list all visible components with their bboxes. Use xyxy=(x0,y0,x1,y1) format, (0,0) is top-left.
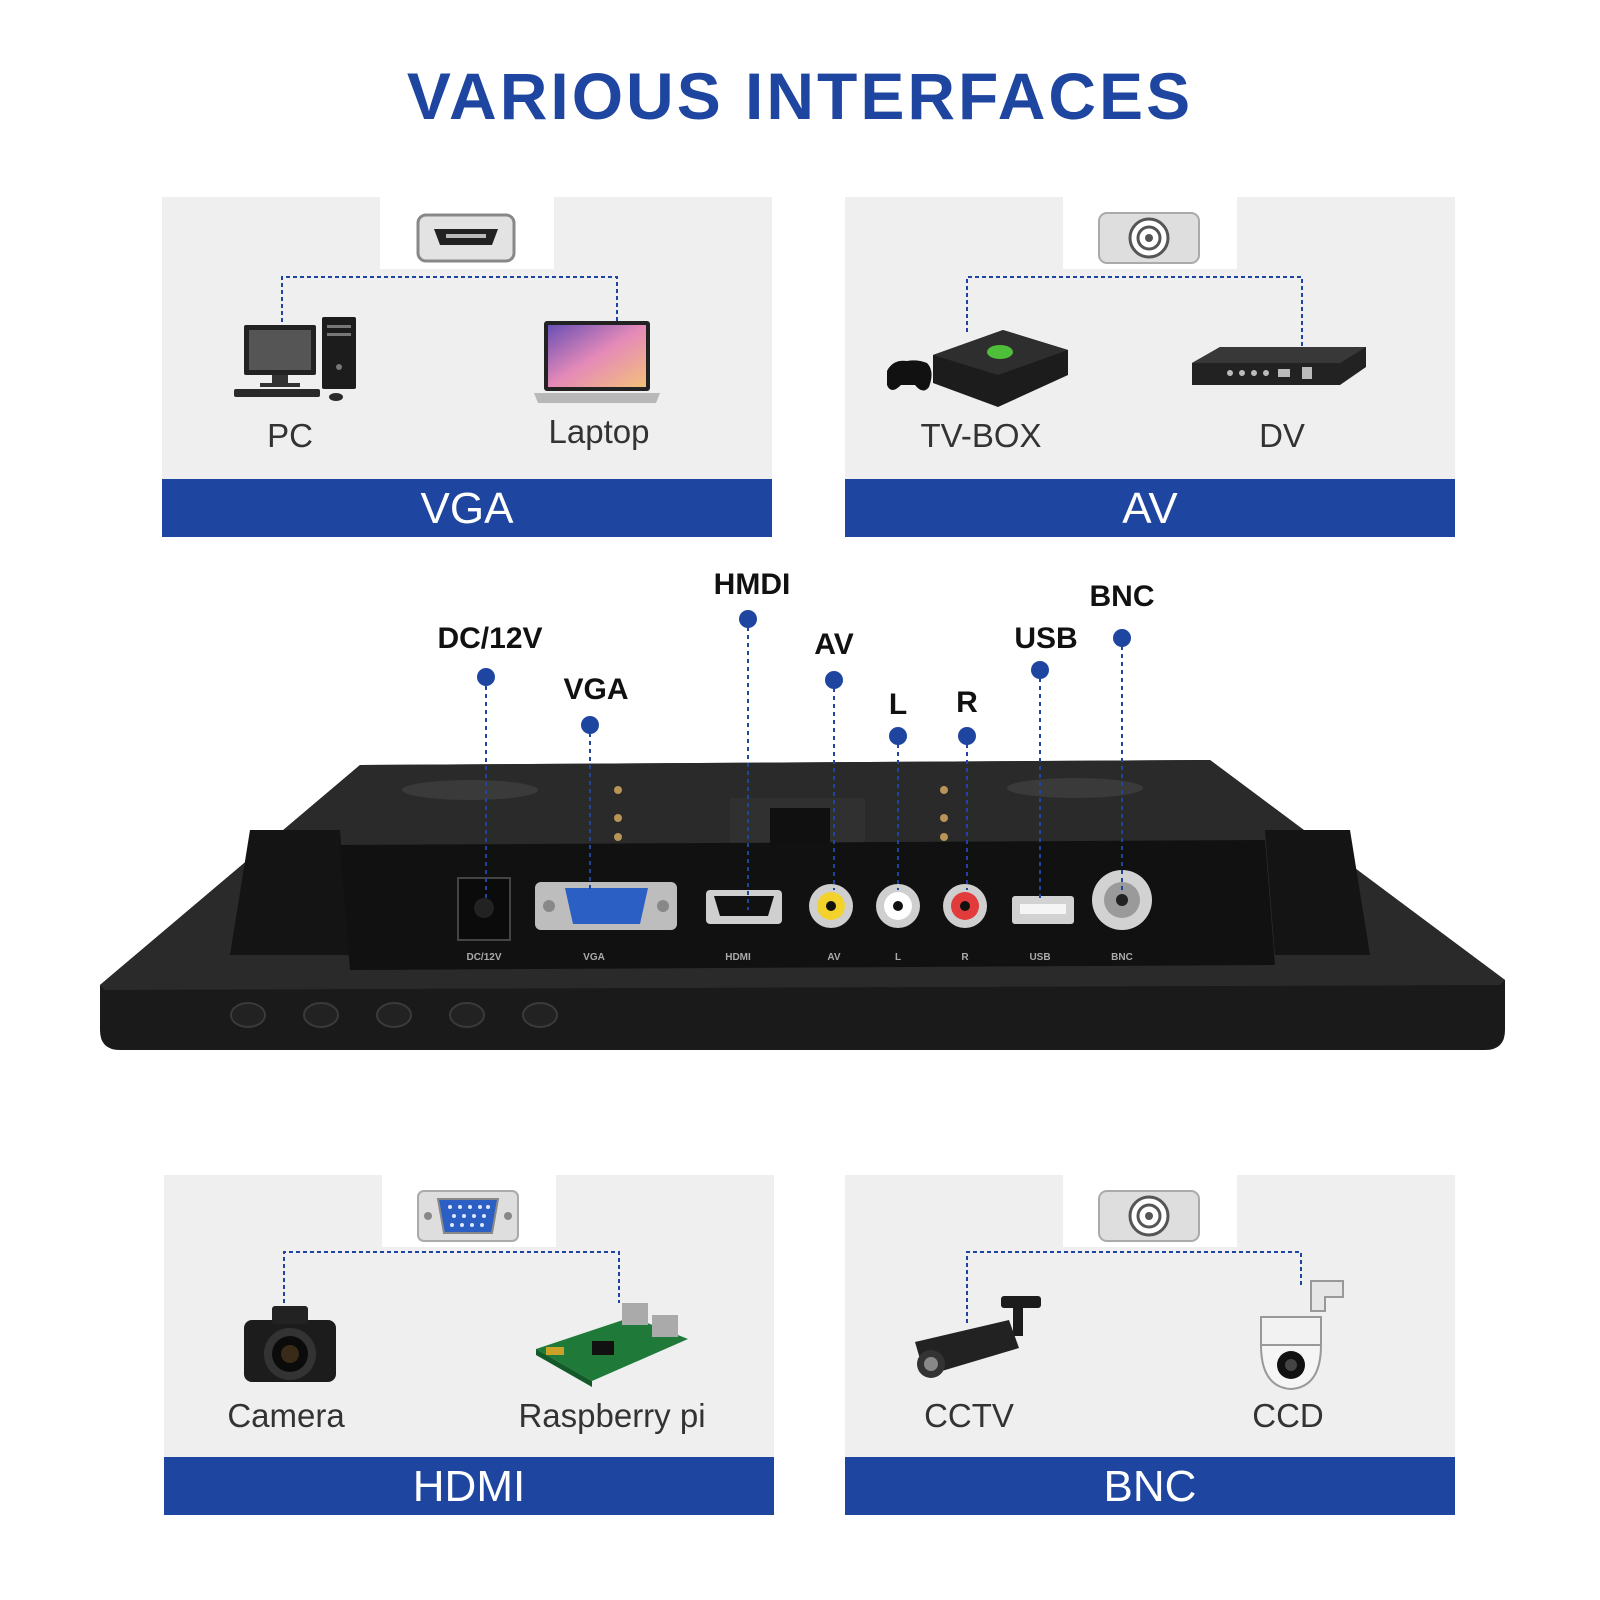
dome-camera-icon xyxy=(1259,1280,1344,1391)
front-button xyxy=(376,1002,412,1028)
device-label-dv: DV xyxy=(1259,417,1305,454)
device-label-raspberry-pi: Raspberry pi xyxy=(518,1397,706,1434)
panel-hdmi: Camera Raspberry pi HDMI xyxy=(164,1175,774,1515)
device-label-camera: Camera xyxy=(227,1397,345,1434)
panel-bar-av: AV xyxy=(845,479,1455,537)
port-printed-label: HDMI xyxy=(725,952,751,963)
callout-vga: VGA xyxy=(563,673,629,706)
panel-av: TV-BOX DV AV xyxy=(845,197,1455,537)
callout-hmdi: HMDI xyxy=(713,568,791,601)
panel-bar-bnc: BNC xyxy=(845,1457,1455,1515)
panel-bar-hdmi: HDMI xyxy=(164,1457,774,1515)
device-label-pc: PC xyxy=(267,417,313,454)
callout-bnc: BNC xyxy=(1089,580,1155,613)
front-button xyxy=(522,1002,558,1028)
panel-vga: PC Laptop VGA xyxy=(162,197,772,537)
panel-bar-vga: VGA xyxy=(162,479,772,537)
device-label-cctv: CCTV xyxy=(924,1397,1014,1434)
monitor-body: DC/12V VGA HDMI AV L R USB BNC xyxy=(100,610,1505,1050)
callout-l: L xyxy=(888,688,908,721)
port-printed-label: DC/12V xyxy=(466,952,501,963)
port-printed-label: BNC xyxy=(1111,952,1133,963)
bnc-port-icon xyxy=(1098,1190,1200,1242)
device-label-laptop: Laptop xyxy=(548,413,650,450)
vga-port-icon xyxy=(417,1190,519,1242)
connection-line xyxy=(283,1251,620,1303)
connection-line xyxy=(281,276,618,322)
bnc-port-icon xyxy=(1098,212,1200,264)
game-console-icon xyxy=(887,330,1068,407)
port-printed-label: USB xyxy=(1029,952,1050,963)
callout-av: AV xyxy=(814,628,854,661)
page-title: VARIOUS INTERFACES xyxy=(406,59,1194,133)
connection-line xyxy=(966,1251,1302,1323)
dvr-recorder-icon xyxy=(1192,347,1366,385)
camera-icon xyxy=(244,1306,336,1382)
panel-bnc: CCTV CCD BNC xyxy=(845,1175,1455,1515)
callout-r: R xyxy=(956,686,978,719)
device-label-tv-box: TV-BOX xyxy=(920,417,1042,454)
port-printed-label: R xyxy=(961,952,969,963)
desktop-pc-icon xyxy=(234,317,356,401)
port-printed-label: AV xyxy=(827,952,840,963)
raspberry-pi-board-icon xyxy=(536,1303,688,1387)
laptop-icon xyxy=(534,321,660,403)
callout-dc-12v: DC/12V xyxy=(437,622,543,655)
front-button xyxy=(303,1002,339,1028)
port-printed-label: VGA xyxy=(583,952,605,963)
callout-usb: USB xyxy=(1014,622,1078,655)
device-label-ccd: CCD xyxy=(1252,1397,1324,1434)
port-printed-label: L xyxy=(895,952,901,963)
front-button xyxy=(449,1002,485,1028)
front-button xyxy=(230,1002,266,1028)
hdmi-port-icon xyxy=(416,213,516,263)
cctv-camera-icon xyxy=(915,1296,1041,1378)
